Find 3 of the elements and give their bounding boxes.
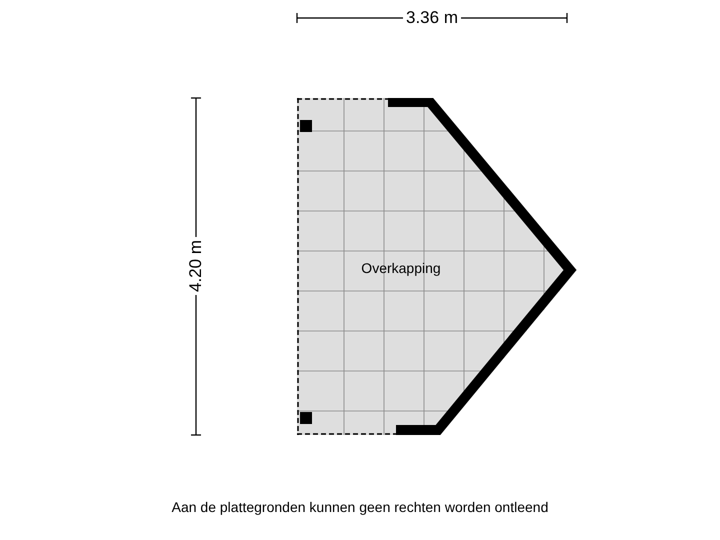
floor-plan-drawing — [297, 98, 579, 438]
disclaimer-note: Aan de plattegronden kunnen geen rechten worden ontleend — [172, 499, 548, 515]
room-label: Overkapping — [361, 260, 441, 276]
